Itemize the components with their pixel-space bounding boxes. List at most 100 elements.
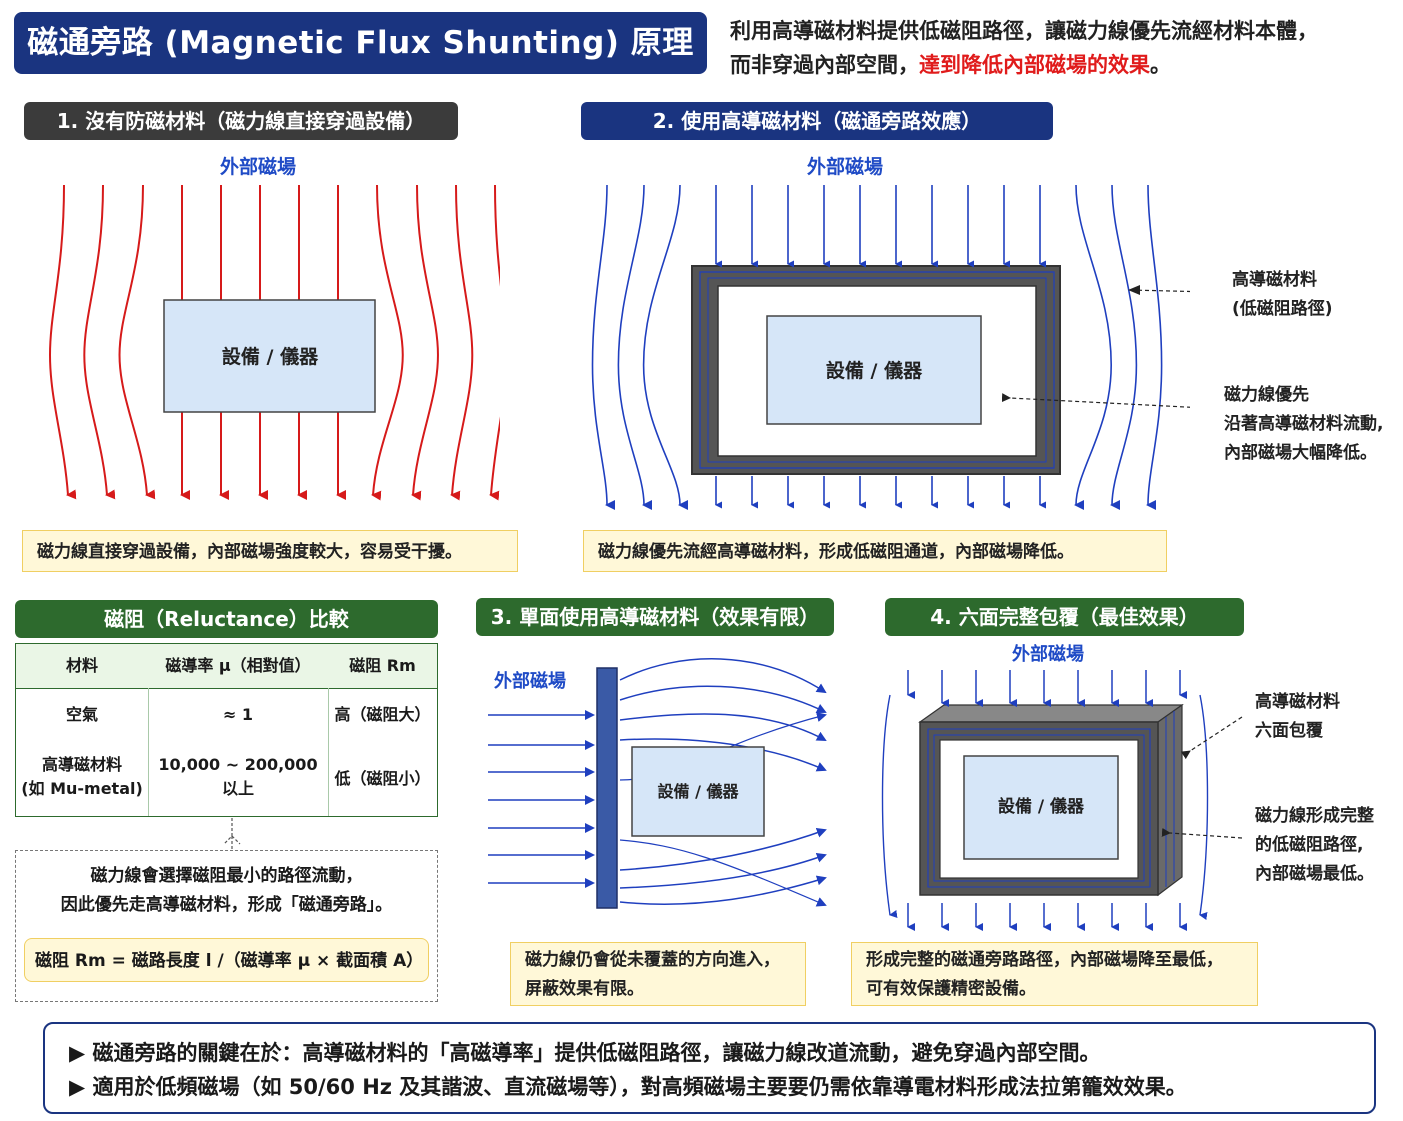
header-desc-highlight: 達到降低內部磁場的效果 xyxy=(919,53,1150,77)
section3-field-lines xyxy=(488,658,827,907)
section2-device-label: 設備 / 儀器 xyxy=(826,359,923,382)
reluctance-row1-material: 空氣 xyxy=(65,705,98,724)
section4-path-label-1: 磁力線形成完整 xyxy=(1255,806,1374,826)
section2-field-line xyxy=(617,184,653,510)
section4-path-label-3: 內部磁場最低。 xyxy=(1255,864,1374,884)
section3-field-line xyxy=(619,685,827,713)
section4-note-1: 形成完整的磁通旁路路徑，內部磁場降至最低， xyxy=(866,950,1223,970)
section3-device xyxy=(631,746,765,837)
section4-shield-flow xyxy=(927,728,1151,888)
section2-device xyxy=(766,315,982,425)
reluctance-explain-2: 因此優先走高導磁材料，形成「磁通旁路」。 xyxy=(60,895,393,915)
section4-material-label-1: 高導磁材料 xyxy=(1255,692,1340,712)
section1-title: 1. 沒有防磁材料（磁力線直接穿過設備） xyxy=(24,102,458,140)
section4-path-label: 磁力線形成完整 的低磁阻路徑, 內部磁場最低。 xyxy=(1255,802,1374,889)
reluctance-row2-mu: 10,000 ~ 200,000 xyxy=(158,755,318,774)
section4-material-label: 高導磁材料 六面包覆 xyxy=(1255,688,1340,746)
section1-note: 磁力線直接穿過設備，內部磁場強度較大，容易受干擾。 xyxy=(22,530,518,572)
reluctance-header-mu: 磁導率 μ（相對值） xyxy=(165,656,311,675)
section1-device-label: 設備 / 儀器 xyxy=(222,345,319,368)
section2-diagram: 設備 / 儀器 xyxy=(591,184,1190,511)
section3-note: 磁力線仍會從未覆蓋的方向進入， 屏蔽效果有限。 xyxy=(510,942,806,1006)
reluctance-header-material: 材料 xyxy=(65,656,98,675)
section2-pointer-flow xyxy=(1001,393,1190,408)
reluctance-row2-material: 高導磁材料 xyxy=(41,755,122,774)
section4-box-top xyxy=(918,704,1184,723)
section3-shield-plate xyxy=(596,667,618,909)
section4-device xyxy=(963,755,1119,860)
section2-flow-label-3: 內部磁場大幅降低。 xyxy=(1224,443,1377,463)
section2-flow-label-1: 磁力線優先 xyxy=(1224,385,1309,405)
footer-line1: ▶ 磁通旁路的關鍵在於：高導磁材料的「高磁導率」提供低磁阻路徑，讓磁力線改道流動… xyxy=(69,1041,1101,1065)
section4-box-side xyxy=(1157,703,1183,897)
section1-field-line xyxy=(489,184,500,501)
section2-note: 磁力線優先流經高導磁材料，形成低磁阻通道，內部磁場降低。 xyxy=(583,530,1167,572)
footer-summary: ▶ 磁通旁路的關鍵在於：高導磁材料的「高磁導率」提供低磁阻路徑，讓磁力線改道流動… xyxy=(43,1022,1376,1114)
section2-field-lines xyxy=(591,184,1163,511)
section1-field-line xyxy=(450,184,474,501)
reluctance-row2-rm: 低（磁阻小） xyxy=(334,769,431,788)
reluctance-title: 磁阻（Reluctance）比較 xyxy=(15,600,438,638)
section4-pointer-material xyxy=(1180,716,1243,760)
reluctance-header-row: 材料 磁導率 μ（相對值） 磁阻 Rm xyxy=(16,644,437,689)
section1-field-line xyxy=(411,184,439,501)
section4-note-2: 可有效保護精密設備。 xyxy=(866,979,1036,999)
section4-field-lines xyxy=(881,670,1209,931)
section3-field-line xyxy=(619,658,827,694)
section4-field-line xyxy=(881,694,898,918)
section2-field-line xyxy=(1074,184,1113,511)
reluctance-explain-1: 磁力線會選擇磁阻最小的路徑流動， xyxy=(90,866,363,886)
header-desc-line1: 利用高導磁材料提供低磁阻路徑，讓磁力線優先流經材料本體， xyxy=(730,19,1318,43)
section3-note-2: 屏蔽效果有限。 xyxy=(525,979,644,999)
section1-field-line xyxy=(118,184,156,500)
section2-field-line xyxy=(642,184,689,510)
reluctance-explain: 磁力線會選擇磁阻最小的路徑流動， 因此優先走高導磁材料，形成「磁通旁路」。 xyxy=(15,862,438,920)
header-description: 利用高導磁材料提供低磁阻路徑，讓磁力線優先流經材料本體， 而非穿過內部空間，達到… xyxy=(730,14,1400,82)
section3-field-label: 外部磁場 xyxy=(494,671,566,692)
reluctance-row2-mu2: 以上 xyxy=(221,779,254,798)
section2-field-label: 外部磁場 xyxy=(807,156,884,178)
section2-flow-label: 磁力線優先 沿著高導磁材料流動, 內部磁場大幅降低。 xyxy=(1224,381,1383,468)
header-desc-prefix: 而非穿過內部空間， xyxy=(730,53,919,77)
section1-diagram: 設備 / 儀器 xyxy=(48,184,500,501)
reluctance-explain-box xyxy=(15,850,438,1002)
section2-field-line xyxy=(591,184,616,510)
section4-field-line xyxy=(1199,694,1209,920)
section4-material-label-2: 六面包覆 xyxy=(1255,721,1323,741)
section2-material-label-1: 高導磁材料 xyxy=(1232,270,1317,290)
section2-shield-flow xyxy=(707,277,1047,463)
section2-flow-label-2: 沿著高導磁材料流動, xyxy=(1224,414,1384,434)
section4-field-label: 外部磁場 xyxy=(1012,644,1084,665)
section3-device-label: 設備 / 儀器 xyxy=(658,782,740,801)
section3-field-line xyxy=(619,828,827,871)
section2-field-line xyxy=(1146,184,1163,511)
section2-material-label-2: (低磁阻路徑) xyxy=(1232,299,1333,319)
reluctance-row2-material2: (如 Mu-metal) xyxy=(21,779,143,798)
section4-path-label-2: 的低磁阻路徑, xyxy=(1255,835,1364,855)
header-desc-suffix: 。 xyxy=(1150,53,1171,77)
section4-pointer-path xyxy=(1161,827,1243,839)
footer-line2: ▶ 適用於低頻磁場（如 50/60 Hz 及其諧波、直流磁場等），對高頻磁場主要… xyxy=(69,1075,1187,1099)
section2-shield-flow xyxy=(699,271,1055,469)
reluctance-row1-mu: ≈ 1 xyxy=(222,705,254,724)
section2-field-line xyxy=(1110,184,1138,511)
reluctance-row1-rm: 高（磁阻大） xyxy=(334,705,431,724)
reluctance-header-rm: 磁阻 Rm xyxy=(349,656,416,675)
section1-field-line xyxy=(83,184,116,500)
reluctance-formula: 磁阻 Rm = 磁路長度 l /（磁導率 μ × 截面積 A） xyxy=(24,938,429,982)
section4-title: 4. 六面完整包覆（最佳效果） xyxy=(885,598,1244,636)
section2-material-label: 高導磁材料 (低磁阻路徑) xyxy=(1232,266,1333,324)
section2-pointer-material-head xyxy=(1128,285,1140,295)
section3-diagram: 設備 / 儀器 xyxy=(488,658,827,909)
section1-field-label: 外部磁場 xyxy=(220,156,297,178)
section3-note-1: 磁力線仍會從未覆蓋的方向進入， xyxy=(525,950,780,970)
reluctance-connector xyxy=(223,818,241,850)
section3-field-line xyxy=(619,875,827,905)
header-desc-line2: 而非穿過內部空間，達到降低內部磁場的效果。 xyxy=(730,48,1400,82)
reluctance-table: 材料 磁導率 μ（相對值） 磁阻 Rm 空氣 ≈ 1 高（磁阻大） 高導磁材料 … xyxy=(15,643,438,817)
section3-field-line xyxy=(619,853,827,889)
section2-title: 2. 使用高導磁材料（磁通旁路效應） xyxy=(581,102,1053,140)
section3-title: 3. 單面使用高導磁材料（效果有限） xyxy=(476,598,834,636)
section3-field-line xyxy=(619,713,827,741)
section3-field-line xyxy=(619,738,827,772)
